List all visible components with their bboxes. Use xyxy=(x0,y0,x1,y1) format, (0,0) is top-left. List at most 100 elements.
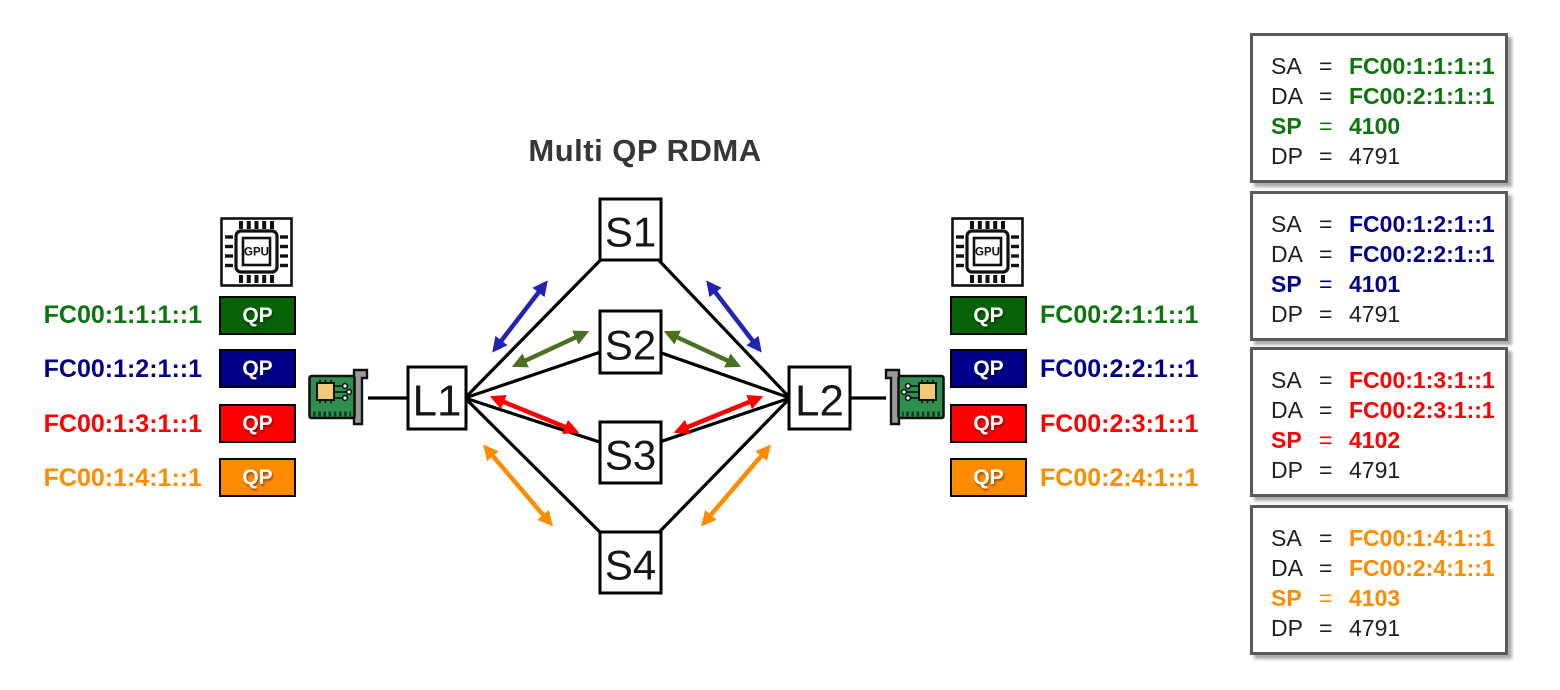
panel-row: SP = 4103 xyxy=(1271,583,1505,613)
field-label: DA xyxy=(1271,82,1303,109)
flow-arrows xyxy=(483,280,771,527)
node-s3 xyxy=(598,420,663,485)
field-value: FC00:2:1:1::1 xyxy=(1349,82,1495,109)
field-label: DA xyxy=(1271,554,1303,581)
field-value: FC00:2:4:1::1 xyxy=(1349,554,1495,581)
nic-icon xyxy=(310,370,368,424)
node-s2 xyxy=(598,309,663,375)
field-value: FC00:1:1:1::1 xyxy=(1349,52,1495,79)
equals-sign: = xyxy=(1319,396,1333,423)
field-label: SA xyxy=(1271,52,1302,79)
panel-row: DP = 4791 xyxy=(1271,299,1505,329)
field-label: SA xyxy=(1271,524,1302,551)
equals-sign: = xyxy=(1319,366,1333,393)
field-label: DA xyxy=(1271,240,1303,267)
field-label: DA xyxy=(1271,396,1303,423)
node-s1 xyxy=(598,197,663,262)
field-label: SP xyxy=(1271,426,1302,453)
equals-sign: = xyxy=(1319,112,1333,139)
qp-address: FC00:1:4:1::1 xyxy=(43,464,202,492)
field-label: SA xyxy=(1271,366,1302,393)
qp-box: QP xyxy=(219,458,296,497)
packet-panel: SA = FC00:1:2:1::1 DA = FC00:2:2:1::1 SP… xyxy=(1250,191,1508,341)
field-label: DP xyxy=(1271,614,1303,641)
qp-box: QP xyxy=(950,458,1027,497)
packet-panel: SA = FC00:1:4:1::1 DA = FC00:2:4:1::1 SP… xyxy=(1250,505,1508,655)
panel-row: DP = 4791 xyxy=(1271,141,1505,171)
panel-row: DA = FC00:2:3:1::1 xyxy=(1271,395,1505,425)
equals-sign: = xyxy=(1319,82,1333,109)
qp-box: QP xyxy=(219,296,296,335)
field-label: SP xyxy=(1271,270,1302,297)
flow-arrow-green-right xyxy=(663,330,742,368)
node-s3-label: S3 xyxy=(605,432,656,479)
equals-sign: = xyxy=(1319,300,1333,327)
equals-sign: = xyxy=(1319,456,1333,483)
flow-arrow-orange-left xyxy=(483,444,553,527)
field-label: SA xyxy=(1271,210,1302,237)
page-title: Multi QP RDMA xyxy=(528,133,762,168)
gpu-icon xyxy=(950,216,1025,288)
field-value: FC00:1:4:1::1 xyxy=(1349,524,1495,551)
qp-address: FC00:1:3:1::1 xyxy=(43,410,202,438)
equals-sign: = xyxy=(1319,554,1333,581)
field-value: 4791 xyxy=(1349,614,1401,641)
node-l2-label: L2 xyxy=(795,377,844,426)
flow-arrow-green-left xyxy=(511,330,590,368)
field-value: 4102 xyxy=(1349,426,1401,453)
equals-sign: = xyxy=(1319,614,1333,641)
field-value: 4791 xyxy=(1349,142,1401,169)
field-label: DP xyxy=(1271,456,1303,483)
node-s4 xyxy=(598,530,663,595)
qp-address: FC00:2:3:1::1 xyxy=(1040,410,1199,438)
field-label: DP xyxy=(1271,300,1303,327)
field-value: FC00:1:3:1::1 xyxy=(1349,366,1495,393)
field-label: DP xyxy=(1271,142,1303,169)
field-value: 4791 xyxy=(1349,456,1401,483)
equals-sign: = xyxy=(1319,584,1333,611)
panel-row: DA = FC00:2:1:1::1 xyxy=(1271,81,1505,111)
field-value: FC00:2:3:1::1 xyxy=(1349,396,1495,423)
panel-row: SA = FC00:1:4:1::1 xyxy=(1271,523,1505,553)
qp-address: FC00:2:1:1::1 xyxy=(1040,301,1199,329)
flow-arrow-red-left xyxy=(489,394,580,435)
panel-row: SP = 4100 xyxy=(1271,111,1505,141)
panel-row: SP = 4101 xyxy=(1271,269,1505,299)
equals-sign: = xyxy=(1319,426,1333,453)
qp-address: FC00:1:2:1::1 xyxy=(43,355,202,383)
field-value: 4791 xyxy=(1349,300,1401,327)
flow-arrow-blue-left xyxy=(492,280,548,353)
panel-row: DP = 4791 xyxy=(1271,613,1505,643)
panel-row: DA = FC00:2:4:1::1 xyxy=(1271,553,1505,583)
switch-nodes: S1 S2 S3 S4 L1 L2 xyxy=(406,197,852,595)
field-value: 4103 xyxy=(1349,584,1401,611)
qp-box: QP xyxy=(219,349,296,388)
equals-sign: = xyxy=(1319,52,1333,79)
field-label: SP xyxy=(1271,112,1302,139)
node-l1 xyxy=(406,365,468,431)
field-value: FC00:1:2:1::1 xyxy=(1349,210,1495,237)
panel-row: DA = FC00:2:2:1::1 xyxy=(1271,239,1505,269)
equals-sign: = xyxy=(1319,240,1333,267)
nic-icon xyxy=(886,370,944,424)
field-value: 4101 xyxy=(1349,270,1401,297)
qp-address: FC00:2:4:1::1 xyxy=(1040,464,1199,492)
qp-address: FC00:2:2:1::1 xyxy=(1040,355,1199,383)
field-value: FC00:2:2:1::1 xyxy=(1349,240,1495,267)
equals-sign: = xyxy=(1319,210,1333,237)
panel-row: SA = FC00:1:3:1::1 xyxy=(1271,365,1505,395)
qp-box: QP xyxy=(950,349,1027,388)
qp-box: QP xyxy=(950,404,1027,443)
qp-address: FC00:1:1:1::1 xyxy=(43,301,202,329)
flow-arrow-blue-right xyxy=(706,280,762,353)
equals-sign: = xyxy=(1319,524,1333,551)
panel-row: SP = 4102 xyxy=(1271,425,1505,455)
equals-sign: = xyxy=(1319,270,1333,297)
panel-row: SA = FC00:1:1:1::1 xyxy=(1271,51,1505,81)
packet-panel: SA = FC00:1:1:1::1 DA = FC00:2:1:1::1 SP… xyxy=(1250,33,1508,183)
flow-arrow-orange-right xyxy=(701,444,771,527)
node-s4-label: S4 xyxy=(605,542,656,589)
node-l2 xyxy=(787,365,852,431)
